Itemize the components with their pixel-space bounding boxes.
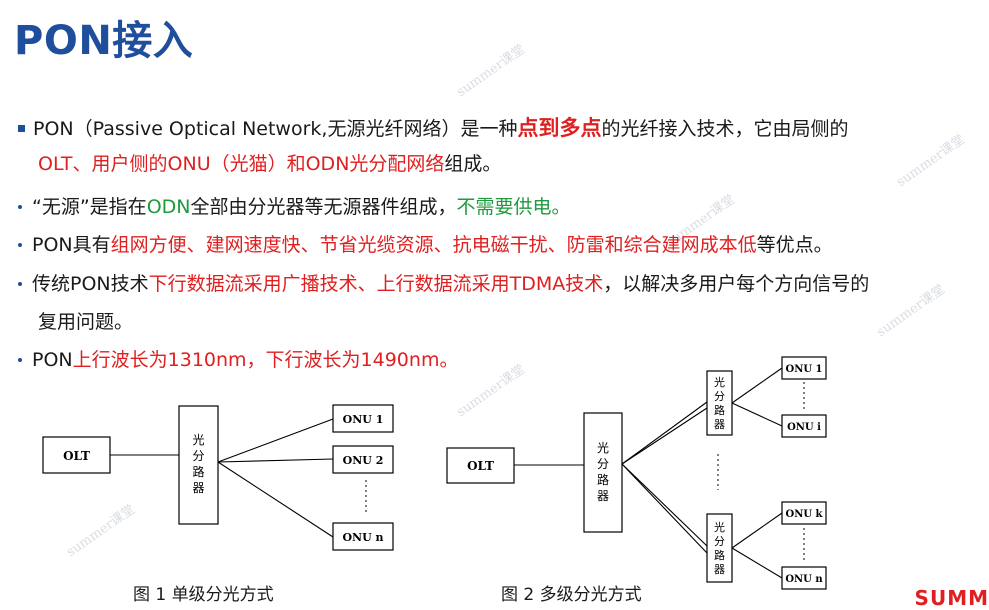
dot-bullet-icon (18, 282, 22, 286)
bullet-2: “无源”是指在ODN全部由分光器等无源器件组成，不需要供电。 (16, 195, 571, 219)
d1-splitter-char: 器 (192, 481, 204, 495)
d1-onu-1-box: ONU 1 (332, 404, 394, 433)
d2-onu-i-box: ONU i (781, 414, 827, 438)
d2-splitter-box: 光 分 路 器 (583, 412, 623, 533)
d2-olt-box: OLT (446, 447, 515, 484)
d1-link (217, 461, 334, 538)
text: 的光纤接入技术，它由局侧的 (601, 118, 849, 140)
d2-olt-label: OLT (467, 459, 494, 473)
brand-logo-text: SUMM (914, 586, 989, 610)
highlight-text: ODN (146, 196, 191, 218)
d2-onu-label: ONU i (787, 422, 821, 433)
text: 等优点。 (756, 234, 833, 256)
d2-splitter-char: 器 (714, 418, 725, 431)
d1-onu-n-box: ONU n (332, 522, 394, 551)
d2-splitter-char: 器 (714, 563, 725, 576)
dot-bullet-icon (18, 243, 22, 247)
d1-splitter-box: 光 分 路 器 (178, 405, 219, 525)
text: “无源”是指在 (32, 196, 147, 218)
d2-splitter-char: 器 (597, 489, 609, 503)
d2-link (731, 512, 783, 549)
text: ，以解决多用户每个方向信号的 (603, 273, 870, 295)
text: PON具有 (32, 234, 111, 256)
bullet-1-line-2: OLT、用户侧的ONU（光猫）和ODN光分配网络组成。 (16, 152, 501, 176)
d2-link (731, 547, 783, 579)
bullet-5: PON上行波长为1310nm，下行波长为1490nm。 (16, 348, 458, 372)
dot-bullet-icon (18, 205, 22, 209)
d2-splitter-top-box: 光 分 路 器 (706, 370, 733, 436)
d1-splitter-char: 分 (192, 449, 204, 463)
dot-bullet-icon (18, 358, 22, 362)
highlight-text: 不需要供电。 (456, 196, 571, 218)
d1-link (217, 418, 334, 463)
d2-onu-n-box: ONU n (781, 566, 827, 590)
text: PON（Passive Optical Network,无源光纤网络）是一种 (33, 118, 518, 140)
page-title: PON接入 (14, 18, 194, 64)
d2-splitter-char: 路 (714, 549, 725, 562)
text: PON (32, 349, 73, 371)
d2-link (621, 401, 708, 465)
square-bullet-icon (18, 125, 25, 132)
d2-onu-label: ONU 1 (785, 364, 822, 375)
d1-splitter-char: 路 (192, 464, 204, 479)
d1-onu-label: ONU n (342, 531, 383, 544)
text: 传统PON技术 (32, 273, 149, 295)
d2-onu-1-box: ONU 1 (781, 356, 827, 380)
d1-onu-label: ONU 2 (343, 454, 384, 467)
d2-splitter-char: 分 (714, 390, 725, 403)
highlight-text: OLT、用户侧的ONU（光猫）和ODN光分配网络 (38, 153, 445, 175)
d2-link (731, 402, 783, 427)
d2-splitter-bottom-box: 光 分 路 器 (706, 513, 733, 583)
bullet-4: 传统PON技术下行数据流采用广播技术、上行数据流采用TDMA技术，以解决多用户每… (16, 272, 869, 296)
d1-onu-2-box: ONU 2 (332, 445, 394, 474)
highlight-text: 点到多点 (517, 116, 602, 140)
d2-link (621, 463, 708, 547)
d2-link (621, 407, 708, 465)
d1-splitter-char: 光 (192, 433, 204, 447)
highlight-text: 下行数据流采用广播技术、上行数据流采用TDMA技术 (148, 273, 604, 295)
d1-olt-label: OLT (63, 449, 90, 463)
bullet-3: PON具有组网方便、建网速度快、节省光缆资源、抗电磁干扰、防雷和综合建网成本低等… (16, 233, 833, 257)
d1-link (217, 458, 334, 463)
d2-splitter-char: 光 (597, 441, 609, 455)
highlight-text: 上行波长为1310nm，下行波长为1490nm。 (72, 349, 459, 371)
d2-splitter-char: 路 (714, 404, 725, 417)
d2-splitter-char: 路 (597, 472, 609, 487)
figure-1-caption: 图 1 单级分光方式 (133, 585, 274, 605)
d2-splitter-char: 光 (714, 375, 725, 389)
d2-onu-label: ONU n (785, 574, 823, 585)
text: 组成。 (444, 153, 502, 175)
highlight-text: 组网方便、建网速度快、节省光缆资源、抗电磁干扰、防雷和综合建网成本低 (110, 234, 757, 256)
d1-onu-label: ONU 1 (343, 413, 384, 426)
d1-olt-box: OLT (42, 436, 111, 474)
bullet-4-line-2: 复用问题。 (16, 310, 133, 334)
d2-link (731, 367, 783, 404)
d2-onu-k-box: ONU k (781, 501, 827, 525)
d2-link (621, 463, 708, 554)
d2-onu-label: ONU k (786, 509, 824, 520)
bullet-1: PON（Passive Optical Network,无源光纤网络）是一种点到… (16, 116, 848, 141)
d2-splitter-char: 光 (714, 520, 725, 534)
d2-splitter-char: 分 (597, 457, 609, 471)
text: 全部由分光器等无源器件组成， (190, 196, 457, 218)
figure-2-caption: 图 2 多级分光方式 (501, 585, 642, 605)
d2-splitter-char: 分 (714, 535, 725, 548)
text: 复用问题。 (38, 311, 134, 333)
